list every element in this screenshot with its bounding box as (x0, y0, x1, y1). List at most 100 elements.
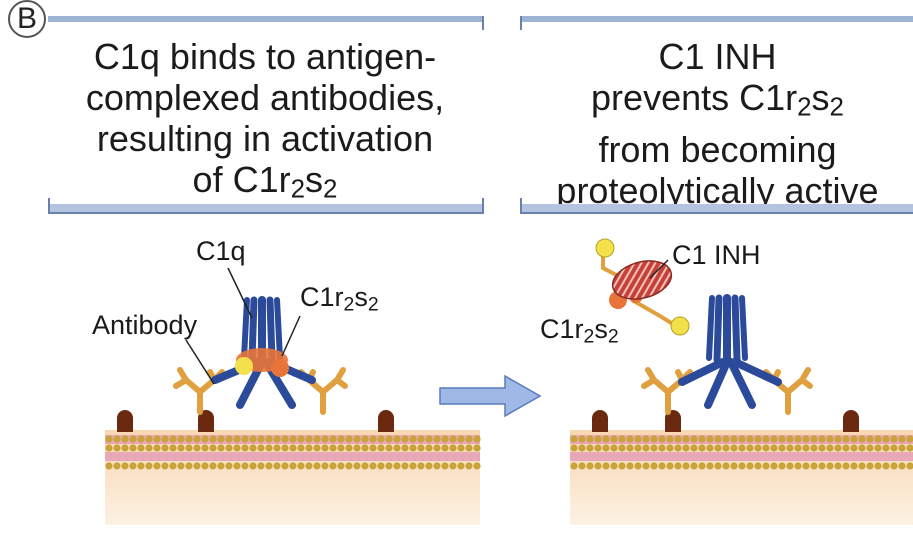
membrane-bead (345, 462, 353, 470)
membrane-bead (265, 462, 273, 470)
membrane-bead (153, 444, 161, 452)
membrane-bead (473, 444, 481, 452)
membrane-bead (786, 462, 794, 470)
membrane-bead (754, 435, 762, 443)
membrane-bead (594, 462, 602, 470)
membrane-bead (113, 462, 121, 470)
membrane-bead (882, 435, 890, 443)
membrane-bead (193, 444, 201, 452)
left-caption-bottom-tick-r (482, 198, 484, 214)
membrane-bead (882, 462, 890, 470)
right-caption-line-4: proteolytically active (556, 169, 879, 211)
membrane-bead (121, 444, 129, 452)
membrane-bead (882, 444, 890, 452)
membrane-bead (602, 444, 610, 452)
membrane-bead (273, 462, 281, 470)
membrane-bead (209, 435, 217, 443)
membrane-bead (898, 462, 906, 470)
membrane-bead (818, 444, 826, 452)
membrane-bead (850, 435, 858, 443)
membrane-bead (137, 435, 145, 443)
membrane-bead (810, 435, 818, 443)
left-caption: C1q binds to antigen- complexed antibodi… (40, 36, 490, 211)
membrane-bead (586, 462, 594, 470)
membrane-bead (906, 462, 913, 470)
membrane-bead (425, 462, 433, 470)
membrane-bead (738, 435, 746, 443)
membrane-bead (786, 435, 794, 443)
membrane-bead (690, 444, 698, 452)
membrane-bead (169, 435, 177, 443)
membrane-bead (570, 462, 578, 470)
membrane-bead (385, 435, 393, 443)
membrane-bead (241, 462, 249, 470)
right-caption-line-3: from becoming (598, 128, 837, 170)
membrane-bead (858, 462, 866, 470)
membrane-bead (297, 435, 305, 443)
membrane-bead (401, 435, 409, 443)
membrane-bead (850, 462, 858, 470)
membrane-bead (826, 444, 834, 452)
membrane-bead (425, 435, 433, 443)
membrane-bead (361, 462, 369, 470)
label-c1inh: C1 INH (672, 240, 761, 270)
membrane-bead (185, 462, 193, 470)
membrane-bead (457, 444, 465, 452)
membrane-bead (385, 462, 393, 470)
membrane-bead (570, 435, 578, 443)
membrane-bead (457, 462, 465, 470)
right-caption-bottom-bar (520, 204, 913, 214)
membrane-bead (634, 444, 642, 452)
membrane-bead (794, 462, 802, 470)
membrane-bead (361, 435, 369, 443)
membrane-bead (746, 462, 754, 470)
membrane-bead (794, 444, 802, 452)
membrane-bead (169, 462, 177, 470)
membrane-bead (233, 462, 241, 470)
membrane-bead (690, 462, 698, 470)
membrane-bead (650, 444, 658, 452)
left-membrane (105, 430, 480, 525)
membrane-bead (137, 462, 145, 470)
membrane-bead (393, 435, 401, 443)
membrane-bead (770, 435, 778, 443)
membrane-bead (730, 444, 738, 452)
membrane-bead (762, 462, 770, 470)
membrane-bead (265, 435, 273, 443)
membrane-bead (161, 462, 169, 470)
membrane-bead (337, 435, 345, 443)
left-surface-receptors (117, 410, 394, 432)
membrane-bead (345, 444, 353, 452)
membrane-bead (834, 462, 842, 470)
left-caption-line-2: complexed antibodies, (85, 77, 445, 118)
membrane-bead (377, 462, 385, 470)
membrane-bead (626, 462, 634, 470)
membrane-bead (329, 462, 337, 470)
label-antibody: Antibody (92, 310, 198, 340)
membrane-bead (682, 435, 690, 443)
membrane-bead (225, 444, 233, 452)
membrane-bead (602, 435, 610, 443)
membrane-bead (634, 462, 642, 470)
membrane-bead (297, 462, 305, 470)
label-right-c1r2s2: C1r2s2 (540, 314, 619, 348)
membrane-bead (441, 435, 449, 443)
membrane-bead (281, 444, 289, 452)
membrane-bead (818, 435, 826, 443)
membrane-bead (193, 435, 201, 443)
membrane-bead (345, 435, 353, 443)
membrane-bead (634, 435, 642, 443)
membrane-bead (121, 462, 129, 470)
membrane-bead (361, 444, 369, 452)
left-caption-bottom-tick-l (48, 198, 50, 214)
membrane-bead (650, 435, 658, 443)
membrane-bead (313, 435, 321, 443)
membrane-bead (890, 435, 898, 443)
membrane-bead (674, 435, 682, 443)
membrane-bead (161, 444, 169, 452)
left-caption-line-1: C1q binds to antigen- (93, 36, 437, 77)
membrane-bead (778, 462, 786, 470)
right-membrane-beads (570, 435, 913, 470)
membrane-bead (137, 444, 145, 452)
membrane-bead (642, 444, 650, 452)
